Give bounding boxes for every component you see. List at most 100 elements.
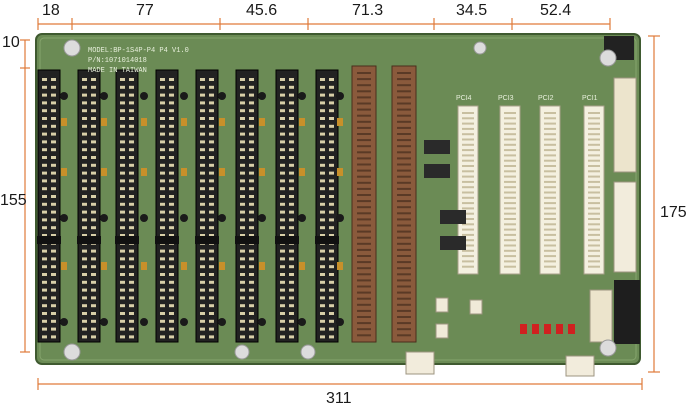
led xyxy=(532,324,539,334)
capacitor xyxy=(100,318,108,326)
isa-slot xyxy=(155,69,179,343)
resistor xyxy=(61,168,67,176)
pci-slot: PCI1 xyxy=(582,95,605,275)
ic-chip xyxy=(424,164,450,178)
resistor xyxy=(101,168,107,176)
cpu-slot xyxy=(391,65,417,343)
led xyxy=(556,324,563,334)
cpu-slot xyxy=(351,65,377,343)
ic-chip xyxy=(440,236,466,250)
resistor xyxy=(259,168,265,176)
resistor xyxy=(337,168,343,176)
jumper xyxy=(435,297,449,313)
capacitor xyxy=(218,214,226,222)
model-text: MODEL:BP-1S4P-P4 P4 V1.0 xyxy=(88,47,189,55)
resistor xyxy=(61,262,67,270)
capacitor xyxy=(258,318,266,326)
capacitor xyxy=(60,318,68,326)
capacitor xyxy=(218,318,226,326)
pci-label: PCI2 xyxy=(538,95,554,102)
isa-slot xyxy=(315,69,339,343)
silkscreen-text: MODEL:BP-1S4P-P4 P4 V1.0 P/N:1071014018 … xyxy=(88,47,189,75)
capacitor xyxy=(60,92,68,100)
capacitor xyxy=(100,214,108,222)
mounting-holes xyxy=(63,39,617,361)
resistor xyxy=(181,262,187,270)
ic-chip xyxy=(424,140,450,154)
capacitor xyxy=(180,92,188,100)
isa-slot xyxy=(77,69,101,343)
capacitor xyxy=(258,92,266,100)
resistor xyxy=(141,168,147,176)
capacitor xyxy=(336,214,344,222)
resistor xyxy=(219,262,225,270)
jumper xyxy=(469,299,483,315)
resistor xyxy=(181,118,187,126)
dimension-lines xyxy=(20,18,660,390)
isa-slot xyxy=(235,69,259,343)
resistor xyxy=(299,168,305,176)
dim-top-4: 71.3 xyxy=(352,2,384,19)
made-in-text: MADE IN TAIWAN xyxy=(88,67,147,75)
capacitor xyxy=(298,318,306,326)
capacitor xyxy=(140,214,148,222)
isa-slots xyxy=(37,69,339,343)
pci-slot: PCI2 xyxy=(538,95,561,275)
capacitor xyxy=(298,214,306,222)
capacitor xyxy=(140,318,148,326)
dim-top-3: 45.6 xyxy=(246,2,278,19)
bottom-connectors xyxy=(405,351,595,377)
resistor xyxy=(141,118,147,126)
capacitor xyxy=(336,92,344,100)
resistor xyxy=(259,118,265,126)
part-number-text: P/N:1071014018 xyxy=(88,57,147,65)
resistor xyxy=(181,168,187,176)
resistor xyxy=(299,118,305,126)
components xyxy=(60,92,575,339)
dim-left-top: 10 xyxy=(2,34,20,51)
dim-top-2: 77 xyxy=(136,2,154,19)
pci-slots: PCI4 PCI3 PCI2 PCI1 xyxy=(456,95,605,275)
resistor xyxy=(337,262,343,270)
resistor xyxy=(299,262,305,270)
dim-left-height: 155 xyxy=(0,192,27,209)
cpu-slots xyxy=(351,65,417,343)
dim-top-6: 52.4 xyxy=(540,2,572,19)
dim-right-height: 175 xyxy=(660,204,687,221)
resistor xyxy=(337,118,343,126)
pci-slot: PCI4 xyxy=(456,95,479,275)
capacitor xyxy=(336,318,344,326)
resistor xyxy=(259,262,265,270)
resistor xyxy=(141,262,147,270)
power-connector-atx xyxy=(613,181,637,273)
isa-slot xyxy=(275,69,299,343)
jumper xyxy=(435,323,449,339)
pci-label: PCI4 xyxy=(456,95,472,102)
capacitor xyxy=(60,214,68,222)
isa-slot xyxy=(115,69,139,343)
dim-top-5: 34.5 xyxy=(456,2,488,19)
resistor xyxy=(101,118,107,126)
isa-slot xyxy=(37,69,61,343)
led xyxy=(520,324,527,334)
capacitor xyxy=(218,92,226,100)
resistor xyxy=(219,168,225,176)
pci-label: PCI1 xyxy=(582,95,598,102)
isa-slot xyxy=(195,69,219,343)
led xyxy=(568,324,575,334)
dim-bottom-width: 311 xyxy=(326,390,352,407)
power-connector-top xyxy=(613,77,637,173)
capacitor xyxy=(100,92,108,100)
pci-slot: PCI3 xyxy=(498,95,521,275)
led xyxy=(544,324,551,334)
ic-chip xyxy=(440,210,466,224)
resistor xyxy=(219,118,225,126)
resistor xyxy=(101,262,107,270)
pci-label: PCI3 xyxy=(498,95,514,102)
capacitor xyxy=(140,92,148,100)
dim-top-1: 18 xyxy=(42,2,60,19)
capacitor xyxy=(258,214,266,222)
terminal-block xyxy=(589,280,640,344)
capacitor xyxy=(298,92,306,100)
